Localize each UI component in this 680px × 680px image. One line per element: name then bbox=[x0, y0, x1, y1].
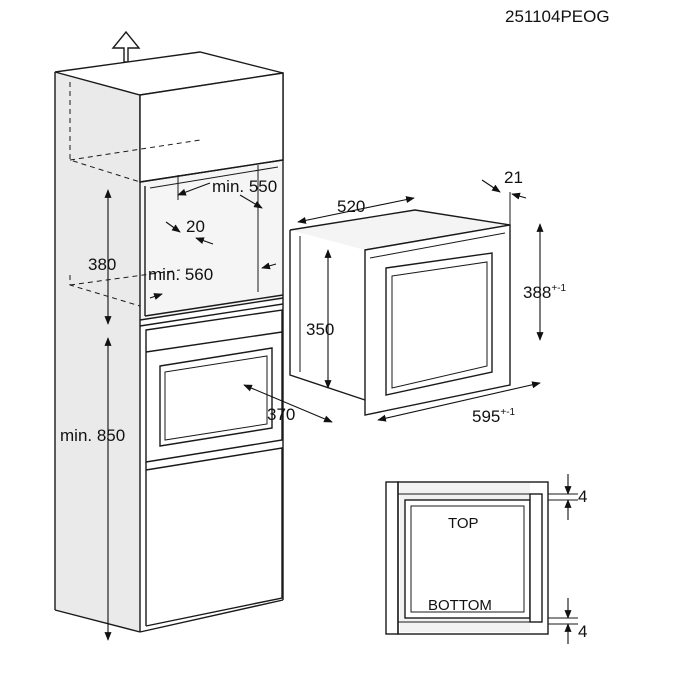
dim-vent-gap: 20 bbox=[186, 217, 205, 236]
dim-niche-width: min. 560 bbox=[148, 265, 213, 284]
dim-front-height: 388+-1 bbox=[523, 283, 567, 302]
appliance-dimensions: 520 21 350 388+-1 595+-1 370 bbox=[243, 168, 567, 426]
dim-front-thickness: 21 bbox=[504, 168, 523, 187]
dim-appliance-depth: 520 bbox=[337, 197, 365, 216]
dim-cutout-depth: 370 bbox=[267, 405, 295, 424]
cutout-dimensions: 4 4 bbox=[548, 474, 587, 644]
label-top: TOP bbox=[448, 515, 479, 532]
dim-gap-bottom: 4 bbox=[578, 622, 587, 641]
appliance-side-view bbox=[289, 209, 511, 416]
document-code: 251104PEOG bbox=[505, 7, 610, 26]
front-cutout-detail: TOP BOTTOM bbox=[385, 481, 549, 635]
label-bottom: BOTTOM bbox=[428, 597, 492, 614]
dim-front-width: 595+-1 bbox=[472, 407, 516, 426]
tall-cabinet bbox=[54, 51, 284, 633]
dim-depth-min: min. 550 bbox=[212, 177, 277, 196]
up-arrow-icon bbox=[111, 30, 141, 63]
dim-niche-height: 380 bbox=[88, 255, 116, 274]
dim-gap-top: 4 bbox=[578, 487, 587, 506]
cabinet-dimensions: min. 550 20 380 min. 560 min. 850 bbox=[60, 177, 277, 641]
dim-base-height: min. 850 bbox=[60, 426, 125, 445]
dim-appliance-height: 350 bbox=[306, 320, 334, 339]
